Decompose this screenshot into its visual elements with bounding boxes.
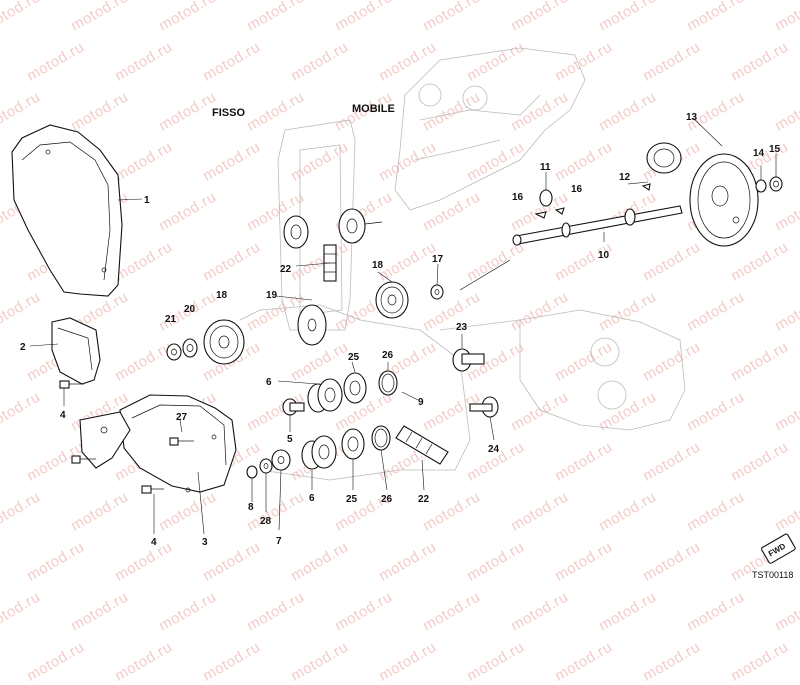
upper-timing-cover (11, 124, 123, 297)
callout-4-lower: 4 (151, 537, 157, 548)
callout-27: 27 (176, 412, 188, 423)
header-fixed: FISSO (212, 107, 245, 119)
small-belt-guard (51, 317, 101, 385)
watermark-text: motod.ru (640, 638, 704, 685)
engine-block-outline-top (277, 47, 586, 331)
callout-24: 24 (488, 444, 500, 455)
washer-20 (182, 338, 198, 358)
callout-11: 11 (540, 162, 551, 173)
header-mobile: MOBILE (352, 103, 395, 115)
bearing-25-lower (341, 428, 365, 460)
bolt-4-upper (59, 380, 84, 389)
camshaft-gear-13 (689, 153, 759, 247)
diagram-drawing: FISSO MOBILE 1 2 3 4 4 5 6 6 7 8 9 10 11… (11, 47, 796, 580)
callout-3: 3 (202, 537, 208, 548)
callout-22-upper: 22 (280, 264, 292, 275)
callout-2: 2 (20, 342, 26, 353)
callout-6-lower: 6 (309, 493, 315, 504)
callout-26-upper: 26 (382, 350, 394, 361)
callout-12: 12 (619, 172, 631, 183)
washer-21 (166, 343, 182, 361)
crankshaft-sprocket-18 (203, 319, 245, 365)
nut-15 (769, 176, 783, 192)
watermark-text: motod.ru (288, 638, 352, 685)
bearing-25-upper (343, 372, 367, 404)
spacer-17 (430, 284, 444, 300)
idler-stud-24 (469, 396, 499, 418)
callout-8: 8 (248, 502, 254, 513)
watermark-text: motod.ru (112, 638, 176, 685)
callout-25-lower: 25 (346, 494, 358, 505)
watermark-text: motod.ru (200, 638, 264, 685)
callout-21: 21 (165, 314, 177, 325)
callout-14: 14 (753, 148, 765, 159)
callout-1: 1 (144, 195, 150, 206)
watermark-text: motod.ru (24, 638, 88, 685)
washer-28 (259, 458, 273, 474)
callout-18-mid: 18 (372, 260, 384, 271)
callout-20: 20 (184, 304, 196, 315)
callout-28: 28 (260, 516, 272, 527)
callout-16-right: 16 (571, 184, 583, 195)
callout-10: 10 (598, 250, 610, 261)
half-key-16-right (554, 207, 565, 215)
watermark-text: motod.ru (728, 638, 792, 685)
idler-stud-23 (452, 348, 485, 372)
tensioner-pulley-upper-left (283, 215, 309, 249)
bolt-27 (169, 437, 194, 446)
bolt-4-lower (141, 485, 164, 494)
callout-7: 7 (276, 536, 282, 547)
camshaft-sprocket-12 (641, 142, 682, 191)
callout-15: 15 (769, 144, 781, 155)
callout-4-upper: 4 (60, 410, 66, 421)
camshaft-10 (459, 205, 683, 291)
callout-5: 5 (287, 434, 293, 445)
watermark-text: motod.ru (376, 638, 440, 685)
leader-lines (29, 117, 777, 535)
callout-13: 13 (686, 112, 698, 123)
callout-18-left: 18 (216, 290, 228, 301)
fwd-arrow-badge: FWD (761, 533, 796, 564)
callout-16-left: 16 (512, 192, 524, 203)
washer-8 (246, 465, 258, 479)
washer-14 (755, 179, 767, 193)
flange-disc-19 (297, 304, 327, 346)
callout-17: 17 (432, 254, 444, 265)
callout-26-lower: 26 (381, 494, 393, 505)
timing-belt-segment-lower (395, 425, 449, 465)
callout-22-lower: 22 (418, 494, 430, 505)
callout-9: 9 (418, 397, 424, 408)
drawing-code: TST00118 (752, 570, 793, 580)
half-key-16-left (534, 211, 547, 219)
pulley-6-upper (307, 378, 343, 413)
callout-23: 23 (456, 322, 468, 333)
circlip-11 (539, 189, 553, 207)
mounting-bracket (79, 411, 131, 469)
callout-19: 19 (266, 290, 278, 301)
bolt-bracket (71, 455, 96, 464)
intermediate-sprocket-18 (375, 281, 409, 319)
bolt-5-upper (282, 398, 305, 416)
watermark-text: motod.ru (464, 638, 528, 685)
watermark-text: motod.ru (552, 638, 616, 685)
spacer-7 (271, 449, 291, 471)
callout-25-upper: 25 (348, 352, 360, 363)
retaining-ring-26-upper (378, 370, 398, 396)
tensioner-pulley-upper-right (338, 208, 383, 244)
retaining-ring-26-lower (371, 425, 391, 451)
callout-6-upper: 6 (266, 377, 272, 388)
pulley-6-lower (301, 435, 337, 470)
